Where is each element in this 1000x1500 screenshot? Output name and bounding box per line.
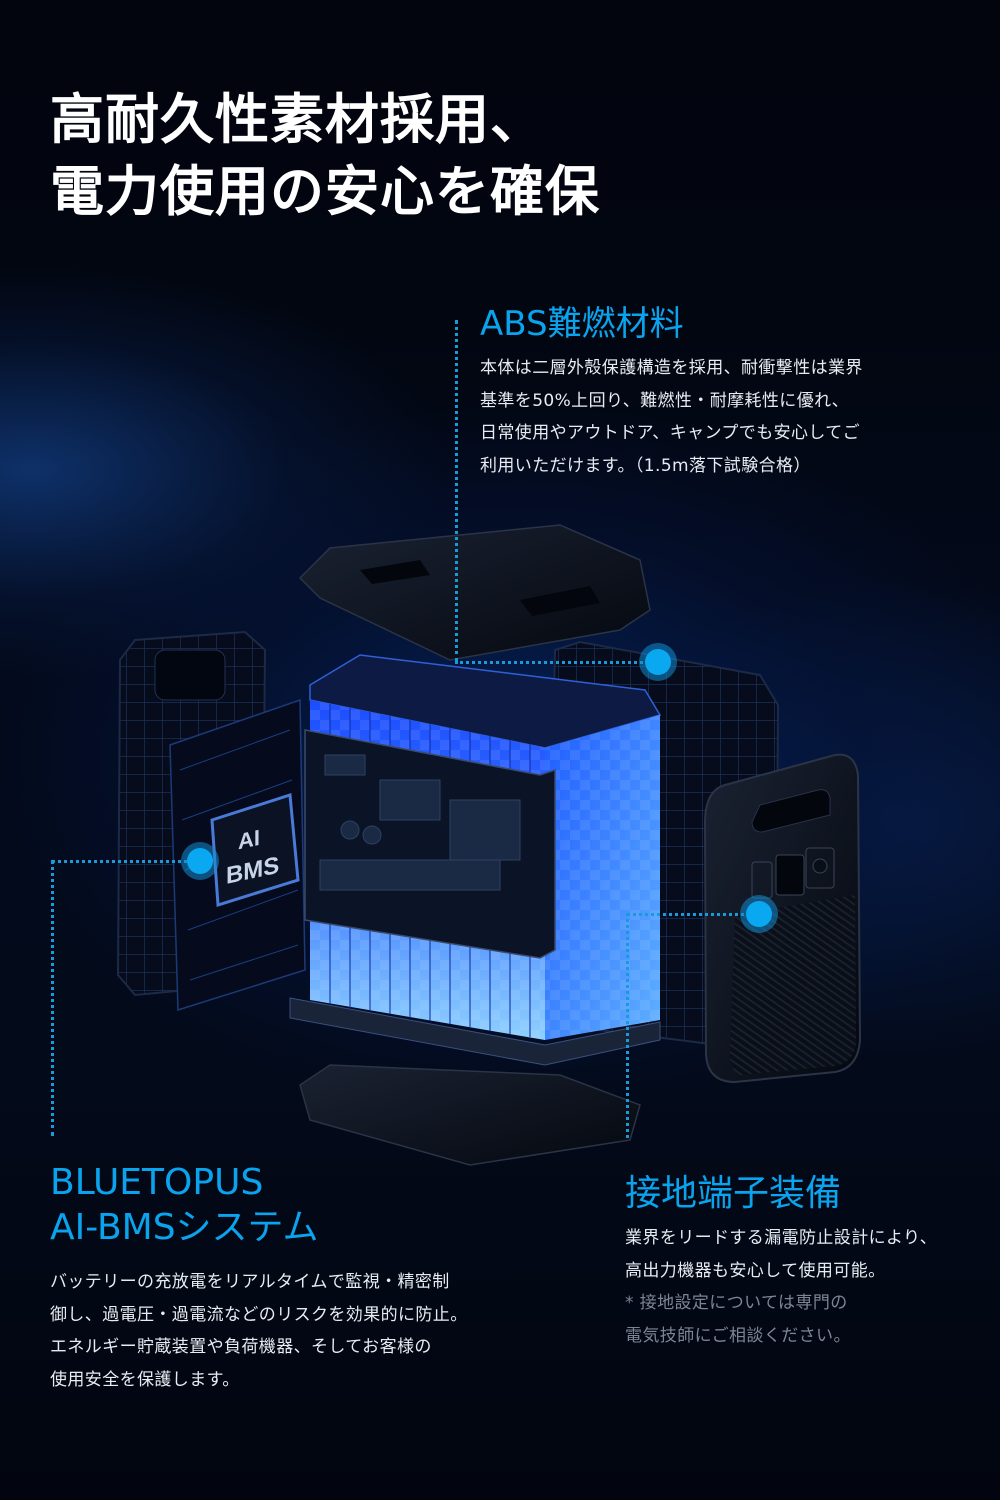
bms-line: 使用安全を保護します。 [50, 1369, 240, 1390]
page-headline: 高耐久性素材採用、 電力使用の安心を確保 [50, 84, 600, 228]
bms-title-line-2: AI-BMSシステム [50, 1207, 319, 1248]
bms-hotspot-dot [187, 848, 213, 874]
abs-feature-description: 本体は二層外殻保護構造を採用、耐衝撃性は業界 基準を50%上回り、難燃性・耐摩耗… [480, 352, 863, 482]
ground-leader-line-vertical [626, 913, 629, 1138]
bms-title-line-1: BLUETOPUS [50, 1162, 264, 1203]
ground-note-line: 電気技師にご相談ください。 [625, 1325, 851, 1346]
abs-hotspot-dot [645, 649, 671, 675]
ground-leader-line-horizontal [626, 913, 758, 916]
bms-leader-line-horizontal [51, 860, 201, 863]
headline-line-1: 高耐久性素材採用、 [50, 88, 545, 151]
ground-hotspot-dot [746, 901, 772, 927]
bms-line: エネルギー貯蔵装置や負荷機器、そしてお客様の [50, 1337, 432, 1357]
bms-line: 御し、過電圧・過電流などのリスクを効果的に防止。 [50, 1304, 468, 1325]
bms-line: バッテリーの充放電をリアルタイムで監視・精密制 [50, 1272, 450, 1292]
ground-note-line: * 接地設定については専門の [625, 1293, 848, 1313]
ground-feature-title: 接地端子装備 [625, 1173, 842, 1214]
abs-leader-line-vertical [455, 320, 458, 662]
abs-line: 基準を50%上回り、難燃性・耐摩耗性に優れ、 [480, 390, 850, 411]
bms-feature-description: バッテリーの充放電をリアルタイムで監視・精密制 御し、過電圧・過電流などのリスク… [50, 1266, 468, 1396]
abs-feature-title: ABS難燃材料 [480, 304, 684, 344]
bms-feature-title: BLUETOPUS AI-BMSシステム [50, 1160, 318, 1250]
headline-line-2: 電力使用の安心を確保 [50, 160, 600, 223]
bms-leader-line-vertical [51, 860, 54, 1136]
ground-feature-description: 業界をリードする漏電防止設計により、 高出力機器も安心して使用可能。 * 接地設… [625, 1222, 937, 1352]
abs-line: 日常使用やアウトドア、キャンプでも安心してご [480, 423, 861, 443]
abs-line: 利用いただけます。（1.5m落下試験合格） [480, 455, 811, 476]
abs-line: 本体は二層外殻保護構造を採用、耐衝撃性は業界 [480, 358, 863, 378]
ground-line: 業界をリードする漏電防止設計により、 [625, 1228, 938, 1248]
abs-leader-line-horizontal [455, 661, 655, 664]
ground-line: 高出力機器も安心して使用可能。 [625, 1260, 886, 1281]
